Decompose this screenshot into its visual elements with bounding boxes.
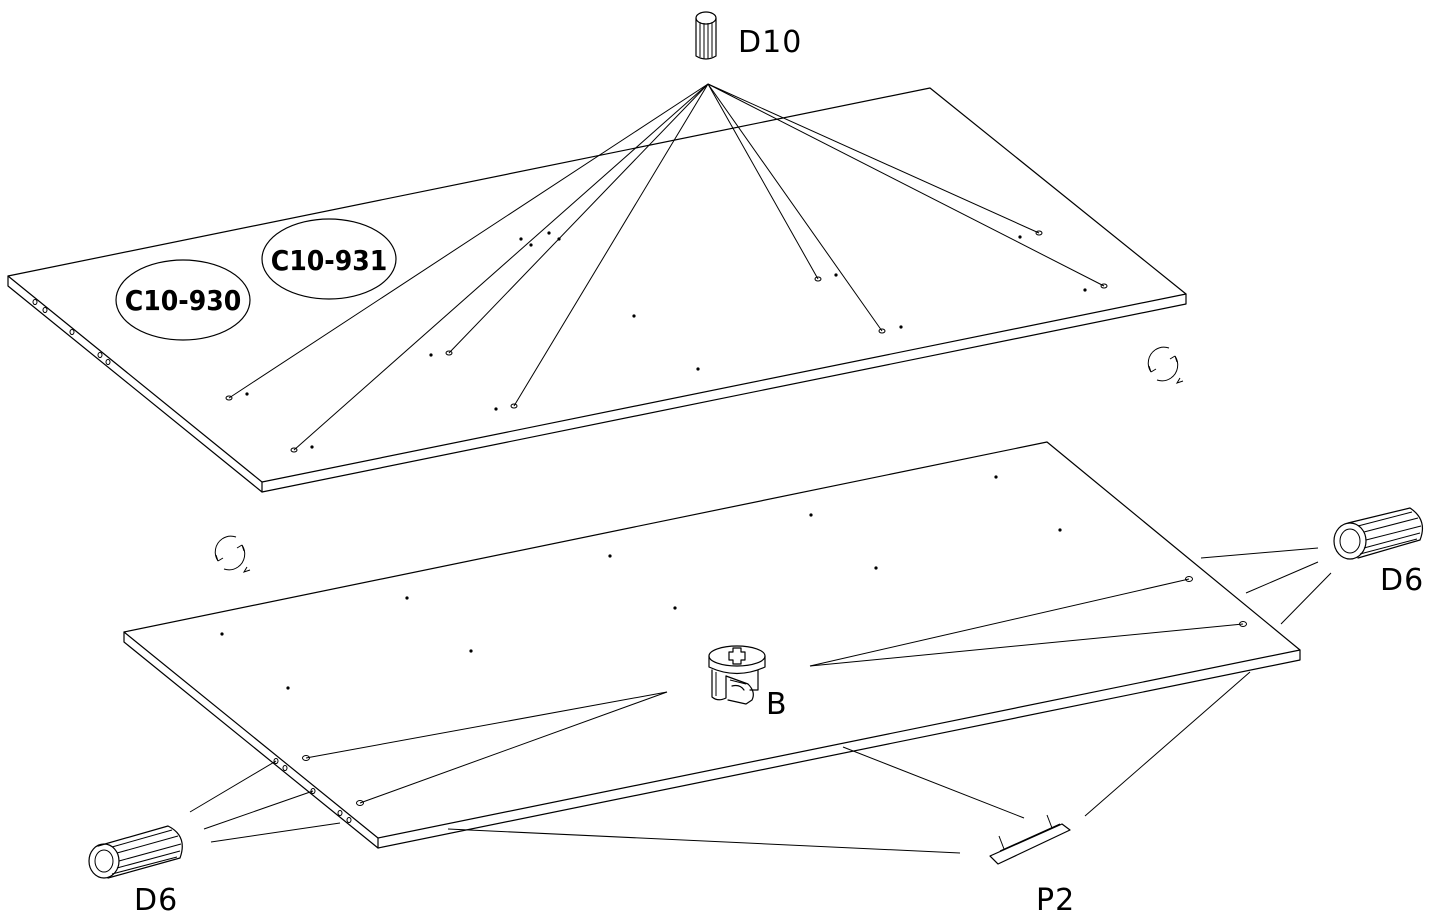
- dowel-d10-icon: [695, 11, 717, 60]
- top-panel: C10-930 C10-931: [7, 83, 1187, 493]
- dowel-d6-right-icon: [1333, 507, 1423, 560]
- d10-leader-lines: [228, 83, 1105, 451]
- d6-left-leader-lines: [189, 760, 341, 843]
- label-d10: D10: [738, 25, 802, 60]
- cam-lock-leader-lines: [305, 578, 1244, 804]
- edge-holes-bottom: [273, 758, 352, 823]
- rotate-icon: [214, 535, 251, 573]
- panel-code-930-text: C10-930: [125, 284, 242, 317]
- p2-leader-lines: [447, 671, 1251, 854]
- bottom-face-holes: [220, 475, 1247, 806]
- bottom-panel: [123, 441, 1332, 854]
- label-b: B: [766, 687, 788, 722]
- edge-cap-p2-icon: [989, 814, 1071, 865]
- dowel-d6-left-icon: [88, 825, 183, 879]
- d6-right-leader-lines: [1200, 547, 1332, 625]
- panel-code-930: C10-930: [115, 259, 251, 341]
- edge-holes-left: [32, 299, 111, 365]
- label-p2: P2: [1036, 883, 1075, 917]
- cam-lock-icon: [708, 645, 766, 705]
- label-d6-right: D6: [1380, 563, 1424, 598]
- panel-code-931-text: C10-931: [271, 244, 388, 277]
- label-d6-left: D6: [134, 883, 178, 917]
- panel-code-931: C10-931: [261, 218, 397, 300]
- rotate-icon: [1147, 346, 1184, 384]
